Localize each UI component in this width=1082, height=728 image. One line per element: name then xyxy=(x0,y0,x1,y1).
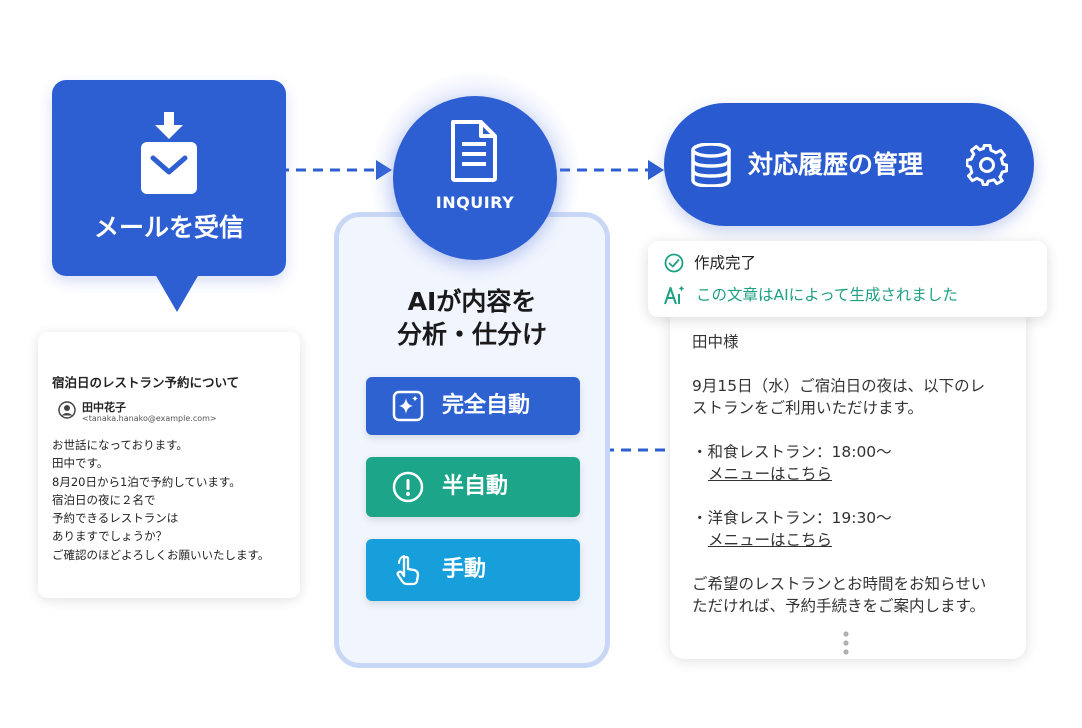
user-avatar-icon xyxy=(58,401,76,419)
ai-analysis-title: AIが内容を 分析・仕分け xyxy=(340,285,604,351)
japanese-menu-link[interactable]: メニューはこちら xyxy=(708,465,833,483)
semi-auto-mode-label: 半自動 xyxy=(442,474,509,499)
ai-reply-card: 田中様 9月15日（水）ご宿泊日の夜は、以下のレ ストランをご利用いただけます。… xyxy=(670,305,1026,659)
email-sender-name: 田中花子 xyxy=(82,401,126,414)
semi-auto-mode-button[interactable]: 半自動 xyxy=(366,457,580,517)
reply-item-western: ・洋食レストラン：19:30〜 xyxy=(692,509,892,527)
email-sender-address: <tanaka.hanako@example.com> xyxy=(82,414,217,423)
reply-item-japanese: ・和食レストラン：18:00〜 xyxy=(692,443,892,461)
full-auto-mode-label: 完全自動 xyxy=(442,393,531,418)
ai-sparkle-icon xyxy=(664,285,685,305)
generation-status-card: 作成完了 この文章はAIによって生成されました xyxy=(648,241,1047,317)
email-body-line: 宿泊日の夜に２名で xyxy=(52,492,156,507)
email-body-line: ありますでしょうか？ xyxy=(52,529,168,544)
email-body-line: 田中です。 xyxy=(52,456,109,471)
reply-closing-line: ただければ、予約手続きをご案内します。 xyxy=(692,597,985,615)
receive-mail-box: メールを受信 xyxy=(52,80,286,276)
email-subject: 宿泊日のレストラン予約について xyxy=(52,375,240,390)
history-management-label: 対応履歴の管理 xyxy=(748,150,924,179)
generation-done-label: 作成完了 xyxy=(694,254,757,272)
full-auto-mode-button[interactable]: 完全自動 xyxy=(366,377,580,435)
gear-icon xyxy=(966,144,1008,186)
manual-mode-label: 手動 xyxy=(442,557,487,582)
ai-generated-note: この文章はAIによって生成されました xyxy=(696,286,958,304)
check-circle-icon xyxy=(664,253,684,273)
reply-greeting: 田中様 xyxy=(692,333,739,351)
reply-intro-line: 9月15日（水）ご宿泊日の夜は、以下のレ xyxy=(692,377,986,395)
hand-pointer-icon xyxy=(396,555,420,586)
email-body-line: 予約できるレストランは xyxy=(52,511,179,526)
incoming-email-card: 宿泊日のレストラン予約について 田中花子 <tanaka.hanako@exam… xyxy=(38,332,300,598)
email-body-line: お世話になっております。 xyxy=(52,438,188,452)
manual-mode-button[interactable]: 手動 xyxy=(366,539,580,601)
email-body: お世話になっております。 田中です。 8月20日から1泊で予約しています。 宿泊… xyxy=(52,436,269,564)
western-menu-link[interactable]: メニューはこちら xyxy=(708,531,833,549)
ai-analysis-title-line: 分析・仕分け xyxy=(396,320,547,349)
inquiry-circle: INQUIRY xyxy=(393,96,557,260)
ai-reply-body: 田中様 9月15日（水）ご宿泊日の夜は、以下のレ ストランをご利用いただけます。… xyxy=(692,331,1012,617)
exclamation-icon xyxy=(392,471,424,503)
history-management-pill: 対応履歴の管理 xyxy=(664,103,1034,226)
email-body-line: ご確認のほどよろしくお願いいたします。 xyxy=(52,547,270,562)
sparkle-icon xyxy=(392,390,424,422)
reply-closing-line: ご希望のレストランとお時間をお知らせい xyxy=(692,575,987,593)
reply-intro-line: ストランをご利用いただけます。 xyxy=(692,399,923,417)
receive-box-pointer xyxy=(155,274,199,312)
receive-mail-label: メールを受信 xyxy=(93,213,244,242)
email-body-line: 8月20日から1泊で予約しています。 xyxy=(52,474,241,489)
more-vertical-icon[interactable] xyxy=(842,631,850,655)
inquiry-label: INQUIRY xyxy=(435,193,515,212)
database-icon xyxy=(691,143,731,187)
ai-analysis-title-line: AIが内容を xyxy=(407,287,537,316)
document-icon xyxy=(451,120,497,182)
mail-download-icon xyxy=(141,112,197,194)
